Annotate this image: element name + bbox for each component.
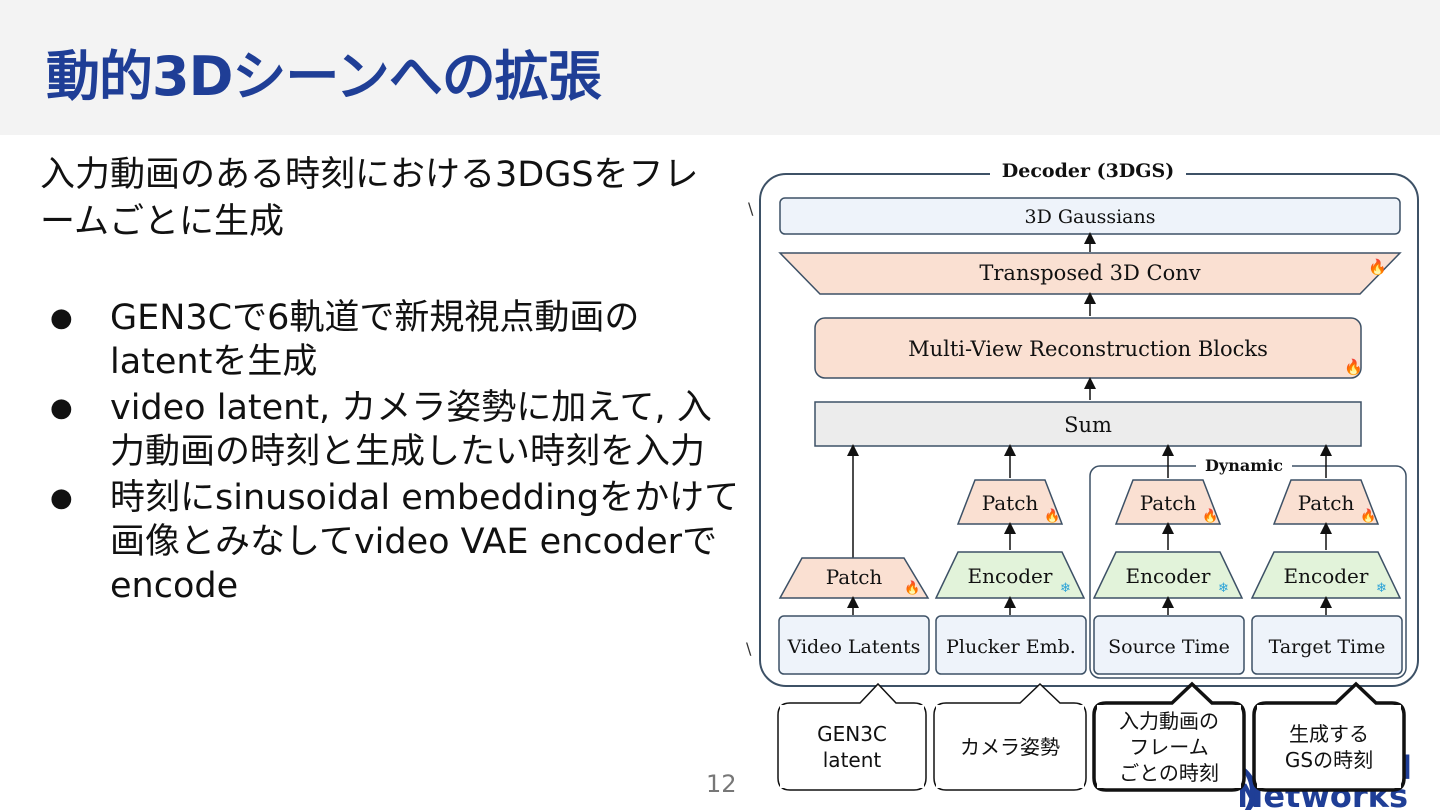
- input-source-time: [1093, 615, 1245, 675]
- input-plucker-emb: [935, 615, 1087, 675]
- cut-mark-icon: \: [746, 639, 752, 658]
- encoder-block-plucker: [934, 551, 1086, 599]
- callout-target-time-text: 生成する GSの時刻: [1257, 705, 1401, 788]
- patch-block-source: [1114, 479, 1222, 525]
- bullet-text-3: 時刻にsinusoidal embeddingをかけて画像とみなしてvideo …: [110, 478, 740, 606]
- callout-text: カメラ姿勢: [960, 734, 1060, 759]
- patch-label: Patch: [826, 565, 883, 589]
- patch-block-target: [1272, 479, 1380, 525]
- bullet-text-2: video latent, カメラ姿勢に加えて, 入力動画の時刻と生成したい時刻…: [110, 388, 712, 472]
- bullet-item-1: ● GEN3Cで6軌道で新規視点動画のlatentを生成: [50, 296, 740, 384]
- fire-icon: 🔥: [1360, 508, 1376, 524]
- bullet-item-2: ● video latent, カメラ姿勢に加えて, 入力動画の時刻と生成したい時…: [50, 386, 740, 474]
- slide-header: [0, 0, 1440, 135]
- snowflake-icon: ❄: [1376, 581, 1387, 596]
- decoder-label: Decoder (3DGS): [1002, 160, 1174, 182]
- gaussians-label: 3D Gaussians: [1025, 206, 1156, 228]
- page-number: 12: [706, 770, 737, 798]
- callout-text: 生成する GSの時刻: [1284, 721, 1374, 772]
- encoder-block-source: [1092, 551, 1244, 599]
- patch-block-video: [778, 557, 930, 599]
- input-video-latents: [778, 615, 930, 675]
- patch-label: Patch: [1298, 491, 1355, 515]
- input-label: Plucker Emb.: [946, 636, 1076, 658]
- patch-label: Patch: [1140, 491, 1197, 515]
- fire-icon: 🔥: [904, 580, 920, 596]
- slide-title: 動的3Dシーンへの拡張: [46, 45, 602, 108]
- input-label: Video Latents: [787, 636, 921, 658]
- encoder-label: Encoder: [1126, 564, 1211, 588]
- input-target-time: [1251, 615, 1403, 675]
- fire-icon: 🔥: [1202, 508, 1218, 524]
- patch-label: Patch: [982, 491, 1039, 515]
- callout-text: GEN3C latent: [817, 721, 887, 772]
- cut-mark-icon: \: [748, 199, 754, 218]
- sum-block: [814, 401, 1362, 447]
- fire-icon: 🔥: [1044, 508, 1060, 524]
- dynamic-label: Dynamic: [1205, 456, 1283, 475]
- fire-icon: 🔥: [1368, 258, 1387, 276]
- decoder-label-bg: [990, 158, 1186, 186]
- intro-text: 入力動画のある時刻における3DGSをフレームごとに生成: [40, 155, 699, 242]
- sum-label: Sum: [1064, 413, 1112, 437]
- bullet-list: ● GEN3Cで6軌道で新規視点動画のlatentを生成 ● video laten…: [50, 296, 740, 610]
- bullet-dot-icon: ●: [50, 393, 73, 423]
- encoder-label: Encoder: [968, 564, 1053, 588]
- patch-block-plucker: [956, 479, 1064, 525]
- bullet-dot-icon: ●: [50, 483, 73, 513]
- callout-source-time-text: 入力動画の フレーム ごとの時刻: [1097, 705, 1241, 788]
- bullet-item-3: ● 時刻にsinusoidal embeddingをかけて画像とみなしてvideo…: [50, 476, 740, 608]
- callout-camera-text: カメラ姿勢: [936, 705, 1084, 788]
- snowflake-icon: ❄: [1218, 581, 1229, 596]
- transposed-conv-block: [778, 252, 1402, 295]
- mv-reconstruction-label: Multi-View Reconstruction Blocks: [908, 337, 1268, 361]
- bullet-text-1: GEN3Cで6軌道で新規視点動画のlatentを生成: [110, 298, 640, 382]
- transposed-conv-label: Transposed 3D Conv: [979, 261, 1200, 285]
- fire-icon: 🔥: [1344, 358, 1363, 376]
- dynamic-label-bg: [1196, 455, 1292, 477]
- encoder-block-target: [1250, 551, 1402, 599]
- input-label: Source Time: [1108, 636, 1230, 658]
- callout-text: 入力動画の フレーム ごとの時刻: [1119, 708, 1219, 785]
- bullet-dot-icon: ●: [50, 303, 73, 333]
- encoder-label: Encoder: [1284, 564, 1369, 588]
- callout-gen3c-text: GEN3C latent: [780, 705, 924, 788]
- input-label: Target Time: [1269, 636, 1386, 658]
- snowflake-icon: ❄: [1060, 581, 1071, 596]
